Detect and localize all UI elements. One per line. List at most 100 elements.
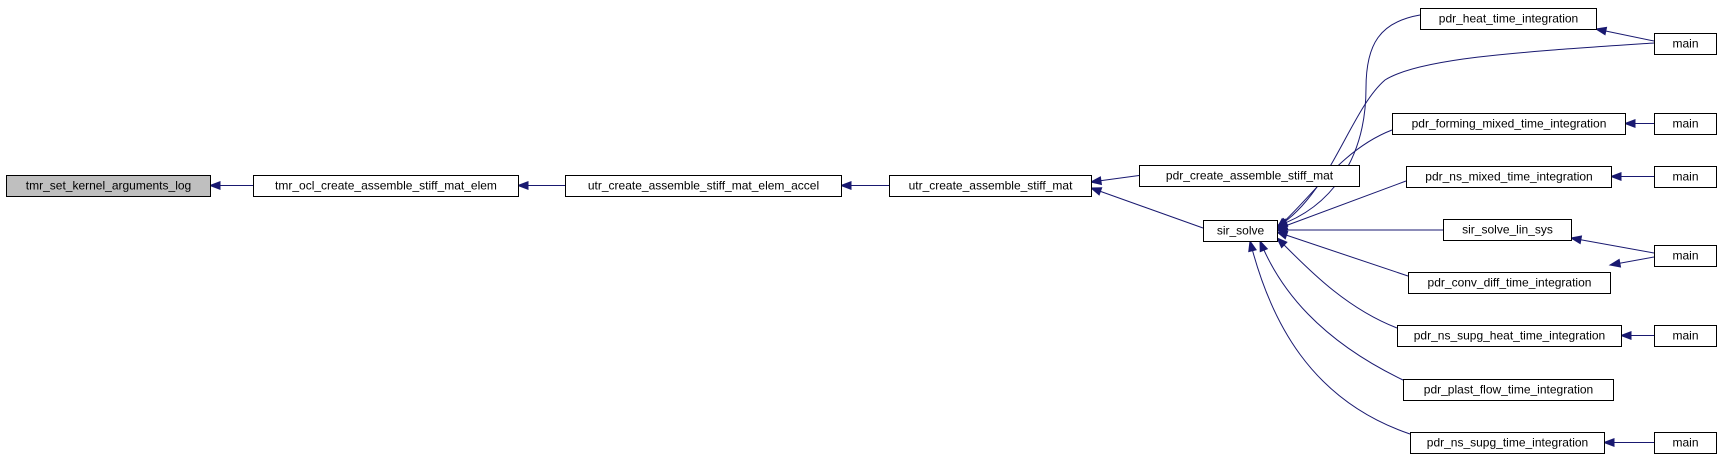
node-box — [1392, 113, 1626, 135]
arrowhead-icon — [839, 180, 852, 191]
node-label: sir_solve_lin_sys — [1462, 223, 1553, 237]
node-pdr-conv-diff-time-integration[interactable]: pdr_conv_diff_time_integration — [1408, 272, 1611, 294]
node-pdr-ns-supg-heat-time-integration[interactable]: pdr_ns_supg_heat_time_integration — [1397, 325, 1622, 347]
edge-line — [1249, 240, 1411, 435]
node-label: pdr_create_assemble_stiff_mat — [1166, 169, 1334, 183]
node-box — [565, 175, 842, 197]
node-label: tmr_set_kernel_arguments_log — [26, 179, 191, 193]
node-label: main — [1672, 37, 1698, 51]
arrowhead-icon — [1602, 437, 1615, 448]
node-label: pdr_heat_time_integration — [1439, 12, 1578, 26]
node-utr-create-assemble-stiff-mat[interactable]: utr_create_assemble_stiff_mat — [889, 175, 1092, 197]
node-box — [1203, 220, 1278, 242]
node-label: main — [1672, 249, 1698, 263]
node-utr-create-assemble-stiff-mat-elem-accel[interactable]: utr_create_assemble_stiff_mat_elem_accel — [565, 175, 842, 197]
node-box — [1654, 325, 1717, 347]
node-label: sir_solve — [1217, 224, 1265, 238]
arrowhead-icon — [208, 180, 221, 191]
node-main[interactable]: main — [1654, 166, 1717, 188]
node-label: main — [1672, 170, 1698, 184]
edge-line — [1090, 187, 1204, 229]
edge-line — [1276, 237, 1398, 329]
edges-layer — [208, 14, 1655, 448]
edge-n1-n0 — [208, 180, 253, 191]
arrowhead-icon — [1594, 26, 1608, 36]
node-main[interactable]: main — [1654, 245, 1717, 267]
edge-n3-n2 — [839, 180, 889, 191]
edge-n13-n12 — [1569, 235, 1655, 254]
node-label: main — [1672, 117, 1698, 131]
arrowhead-icon — [516, 180, 529, 191]
node-label: pdr_ns_mixed_time_integration — [1425, 170, 1592, 184]
node-box — [1654, 166, 1717, 188]
node-pdr-create-assemble-stiff-mat[interactable]: pdr_create_assemble_stiff_mat — [1139, 165, 1360, 187]
edge-line — [1276, 231, 1409, 277]
edge-n17-n5 — [1259, 239, 1404, 381]
arrowhead-icon — [1569, 235, 1583, 245]
edge-n12-n5 — [1275, 225, 1443, 235]
node-box — [1654, 113, 1717, 135]
edge-n14-n5 — [1275, 231, 1409, 277]
edge-n4-n3 — [1089, 175, 1140, 186]
node-label: main — [1672, 436, 1698, 450]
node-label: pdr_plast_flow_time_integration — [1424, 383, 1593, 397]
node-box — [1410, 432, 1605, 454]
node-label: tmr_ocl_create_assemble_stiff_mat_elem — [275, 179, 497, 193]
node-box — [1654, 33, 1717, 55]
node-box — [1408, 272, 1611, 294]
nodes-layer: tmr_set_kernel_arguments_log tmr_ocl_crea… — [6, 8, 1717, 454]
node-box — [1420, 8, 1597, 30]
edge-line — [1276, 14, 1421, 227]
node-box — [1139, 165, 1360, 187]
node-sir-solve[interactable]: sir_solve — [1203, 220, 1278, 242]
node-box — [1397, 325, 1622, 347]
node-label: pdr_forming_mixed_time_integration — [1412, 117, 1607, 131]
edge-line — [1276, 180, 1407, 230]
arrowhead-icon — [1608, 258, 1622, 268]
arrowhead-icon — [1089, 176, 1103, 186]
node-pdr-ns-supg-time-integration[interactable]: pdr_ns_supg_time_integration — [1410, 432, 1605, 454]
arrowhead-icon — [1275, 231, 1289, 240]
edge-n2-n1 — [516, 180, 565, 191]
edge-n9-n8 — [1623, 118, 1654, 129]
node-pdr-heat-time-integration[interactable]: pdr_heat_time_integration — [1420, 8, 1597, 30]
arrowhead-icon — [1259, 239, 1269, 253]
edge-n5-n3 — [1089, 187, 1204, 229]
node-box — [253, 175, 519, 197]
node-box — [889, 175, 1092, 197]
arrowhead-icon — [1609, 171, 1622, 182]
edge-n18-n5 — [1248, 239, 1411, 435]
node-tmr-ocl-create-assemble-stiff-mat-elem[interactable]: tmr_ocl_create_assemble_stiff_mat_elem — [253, 175, 519, 197]
node-box — [1406, 166, 1612, 188]
edge-n11-n10 — [1609, 171, 1654, 182]
node-pdr-ns-mixed-time-integration[interactable]: pdr_ns_mixed_time_integration — [1406, 166, 1612, 188]
node-label: utr_create_assemble_stiff_mat — [909, 179, 1074, 193]
edge-line — [1259, 240, 1404, 381]
edge-n13-n14 — [1608, 256, 1655, 268]
edge-n19-n18 — [1602, 437, 1654, 448]
edge-n15-n5 — [1275, 237, 1398, 329]
node-box — [1403, 379, 1614, 401]
node-tmr-set-kernel-arguments-log[interactable]: tmr_set_kernel_arguments_log — [6, 175, 211, 197]
edge-n16-n15 — [1619, 330, 1654, 341]
node-main[interactable]: main — [1654, 33, 1717, 55]
node-pdr-plast-flow-time-integration[interactable]: pdr_plast_flow_time_integration — [1403, 379, 1614, 401]
node-label: pdr_conv_diff_time_integration — [1428, 276, 1592, 290]
node-label: pdr_ns_supg_time_integration — [1427, 436, 1588, 450]
node-pdr-forming-mixed-time-integration[interactable]: pdr_forming_mixed_time_integration — [1392, 113, 1626, 135]
arrowhead-icon — [1089, 187, 1103, 196]
edge-n10-n5 — [1275, 180, 1407, 230]
node-box — [6, 175, 211, 197]
node-label: main — [1672, 329, 1698, 343]
node-label: pdr_ns_supg_heat_time_integration — [1414, 329, 1605, 343]
arrowhead-icon — [1275, 237, 1288, 249]
arrowhead-icon — [1623, 118, 1636, 129]
node-sir-solve-lin-sys[interactable]: sir_solve_lin_sys — [1443, 219, 1572, 241]
node-main[interactable]: main — [1654, 113, 1717, 135]
node-main[interactable]: main — [1654, 325, 1717, 347]
edge-line — [1570, 237, 1655, 254]
node-label: utr_create_assemble_stiff_mat_elem_accel — [588, 179, 819, 193]
node-main[interactable]: main — [1654, 432, 1717, 454]
node-box — [1443, 219, 1572, 241]
